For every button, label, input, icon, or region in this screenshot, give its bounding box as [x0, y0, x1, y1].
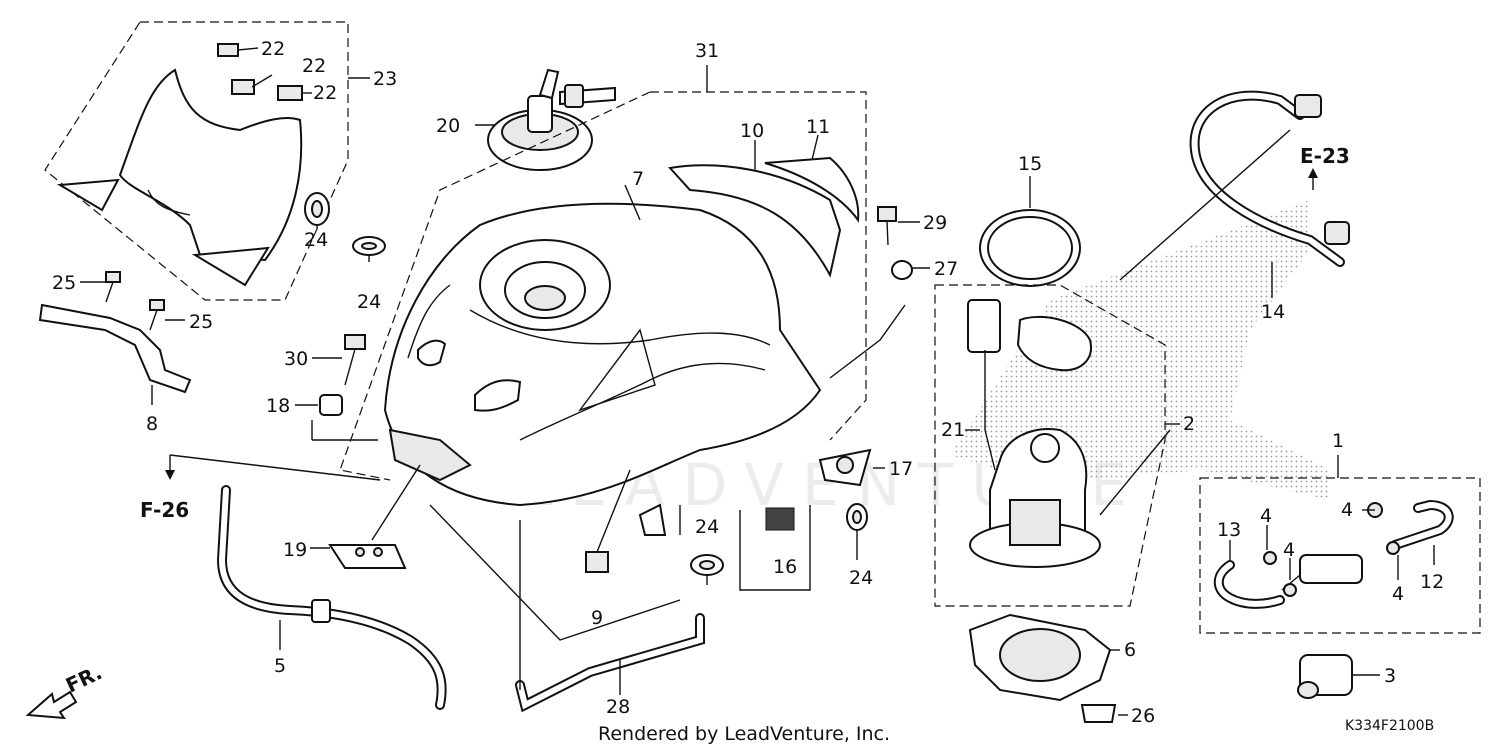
connector-3	[1297, 654, 1353, 699]
callout-13: 13	[1217, 519, 1241, 541]
callout-16: 16	[773, 556, 797, 578]
pad-9	[585, 551, 609, 573]
hose-5	[216, 485, 447, 710]
bolt-29-washer-27	[877, 206, 913, 280]
diagram-code: K334F2100B	[1345, 718, 1434, 734]
callout-15: 15	[1018, 153, 1042, 175]
group-1-outline	[1199, 477, 1481, 634]
grommets-24	[304, 192, 868, 576]
callout-21: 21	[941, 419, 965, 441]
callout-23: 23	[373, 68, 397, 90]
callout-22a: 22	[261, 38, 285, 60]
bolt-30-collar-18	[319, 334, 366, 416]
callout-11: 11	[806, 116, 830, 138]
callout-18: 18	[266, 395, 290, 417]
callout-4c: 4	[1283, 539, 1295, 561]
callout-22b: 22	[302, 55, 326, 77]
clip-17	[818, 448, 872, 487]
callout-31: 31	[695, 40, 719, 62]
footer-credit: Rendered by LeadVenture, Inc.	[598, 723, 890, 745]
callout-20: 20	[436, 115, 460, 137]
hose-28	[515, 613, 705, 713]
callout-4b: 4	[1260, 505, 1272, 527]
callout-19: 19	[283, 539, 307, 561]
clip-19	[328, 544, 407, 569]
filter-group-1	[1213, 499, 1454, 609]
callout-8: 8	[146, 413, 158, 435]
callout-3: 3	[1384, 665, 1396, 687]
group-31-outline	[339, 91, 867, 481]
section-ref-f26: F-26	[140, 498, 189, 522]
fuel-cap-20	[487, 68, 616, 171]
leader-lines	[80, 47, 1435, 716]
bracket-8	[38, 271, 192, 394]
hose-14	[1189, 90, 1350, 267]
fuel-pump-2	[967, 299, 1101, 568]
callout-4d: 4	[1392, 583, 1404, 605]
foam-16	[765, 507, 795, 531]
callout-25b: 25	[189, 311, 213, 333]
gasket-15	[979, 209, 1081, 287]
callout-25a: 25	[52, 272, 76, 294]
callout-24b: 24	[357, 291, 381, 313]
callout-27: 27	[934, 258, 958, 280]
callout-29: 29	[923, 212, 947, 234]
callout-22c: 22	[313, 82, 337, 104]
callout-24c: 24	[695, 516, 719, 538]
pad-22b	[231, 79, 255, 95]
callout-12: 12	[1420, 571, 1444, 593]
callout-24d: 24	[849, 567, 873, 589]
callout-5: 5	[274, 655, 286, 677]
callout-2: 2	[1183, 413, 1195, 435]
strips-10-11	[668, 156, 860, 278]
callout-17: 17	[889, 458, 913, 480]
section-ref-e23: E-23	[1300, 144, 1350, 168]
callout-4a: 4	[1341, 499, 1353, 521]
callout-26: 26	[1131, 705, 1155, 727]
callout-6: 6	[1124, 639, 1136, 661]
callout-1: 1	[1332, 430, 1344, 452]
callout-10: 10	[740, 120, 764, 142]
callout-7: 7	[632, 168, 644, 190]
group-2-outline	[934, 284, 1166, 607]
dotted-shading	[950, 200, 1330, 500]
callout-14: 14	[1261, 301, 1285, 323]
pad-22a	[217, 43, 239, 57]
plug-26	[1080, 704, 1117, 723]
callout-24a: 24	[304, 229, 328, 251]
fuel-tank-7	[383, 202, 822, 536]
pad-22c	[277, 85, 303, 101]
callout-30: 30	[284, 348, 308, 370]
direction-label: FR.	[62, 660, 106, 697]
callout-28: 28	[606, 696, 630, 718]
front-cover-group	[44, 21, 349, 301]
callout-9: 9	[591, 607, 603, 629]
front-direction-arrow: FR.	[25, 660, 106, 720]
callout-labels: 1 2 3 4 4 4 4 5 6 7 8 9 10 11 12 13 14 1…	[52, 38, 1444, 727]
